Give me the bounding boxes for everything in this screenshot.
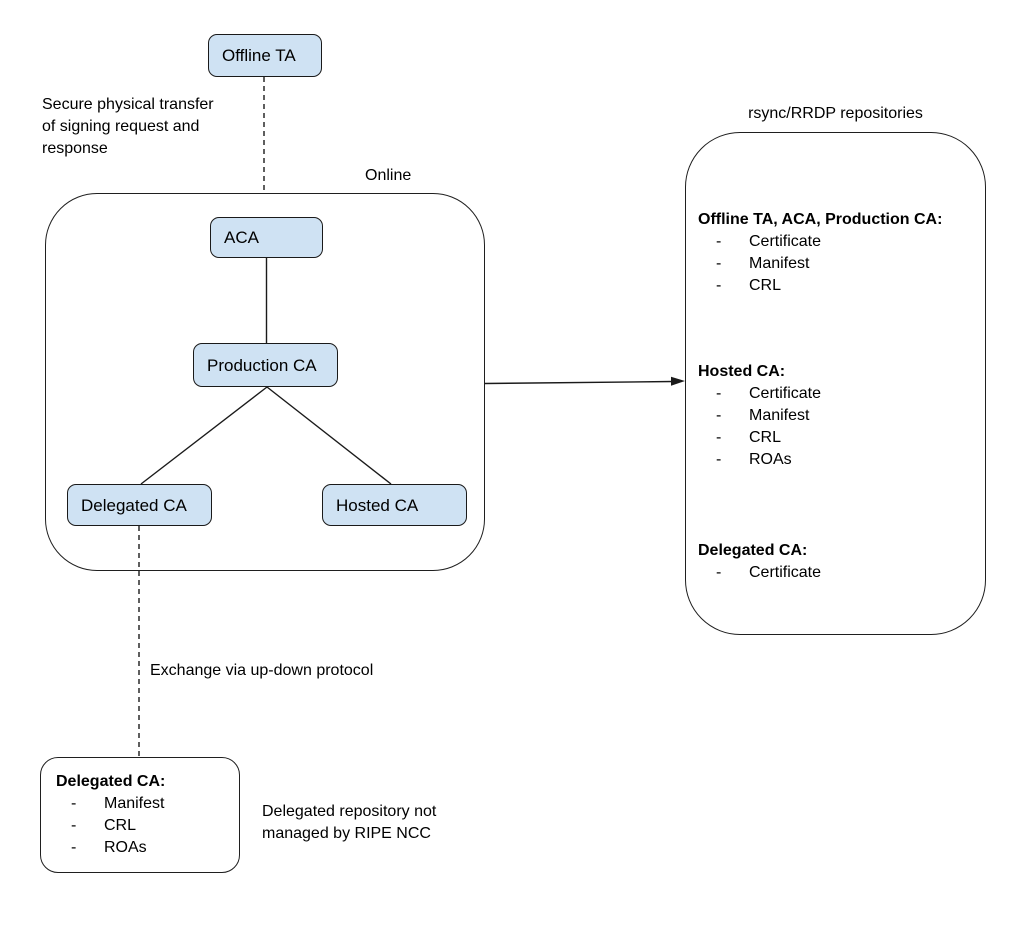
repo-item: - Manifest — [698, 253, 977, 275]
arrow-online-to-repositories — [484, 380, 674, 385]
node-aca: ACA — [210, 217, 323, 258]
dash-bullet: - — [716, 385, 722, 402]
dash-bullet: - — [716, 564, 722, 581]
dash-bullet: - — [71, 795, 77, 812]
repo-item-label: CRL — [104, 817, 137, 834]
repo-item-label: Manifest — [104, 795, 165, 812]
repo-item: - ROAs — [56, 837, 231, 859]
dash-bullet: - — [716, 277, 722, 294]
repo-item: - Manifest — [698, 405, 977, 427]
node-production-ca: Production CA — [193, 343, 338, 387]
dash-bullet: - — [71, 839, 77, 856]
repo-item-label: Manifest — [749, 255, 810, 272]
node-aca-label: ACA — [224, 228, 259, 247]
dash-bullet: - — [716, 255, 722, 272]
repo-item-label: CRL — [749, 429, 782, 446]
repo-section-heading: Hosted CA: — [698, 363, 786, 380]
node-offline-ta-label: Offline TA — [222, 46, 296, 65]
note-delegated-repository: Delegated repository not managed by RIPE… — [262, 803, 437, 842]
repo-section-delegated-ca: Delegated CA: - Certificate — [698, 540, 977, 584]
node-hosted-ca-label: Hosted CA — [336, 495, 419, 515]
repo-item: - CRL — [698, 427, 977, 449]
node-production-ca-label: Production CA — [207, 355, 317, 375]
dash-bullet: - — [71, 817, 77, 834]
node-delegated-ca: Delegated CA — [67, 484, 212, 526]
delegated-repository-heading: Delegated CA: — [56, 773, 166, 790]
repo-item: - Certificate — [698, 383, 977, 405]
repo-section-offline-ta-aca-production: Offline TA, ACA, Production CA: - Certif… — [698, 209, 977, 297]
repo-item: - Certificate — [698, 562, 977, 584]
repo-item-label: Certificate — [749, 564, 822, 581]
repo-section-heading: Delegated CA: — [698, 542, 808, 559]
node-delegated-ca-label: Delegated CA — [81, 495, 187, 515]
repo-item-label: Manifest — [749, 407, 810, 424]
repo-section-heading: Offline TA, ACA, Production CA: — [698, 211, 943, 228]
repo-item-label: Certificate — [749, 233, 822, 250]
repositories-box: Offline TA, ACA, Production CA: - Certif… — [685, 132, 986, 635]
node-offline-ta: Offline TA — [208, 34, 322, 77]
repo-section-hosted-ca: Hosted CA: - Certificate - Manifest - CR… — [698, 361, 977, 471]
repo-item-label: Certificate — [749, 385, 822, 402]
repo-item: - CRL — [698, 275, 977, 297]
note-secure-transfer: Secure physical transfer of signing requ… — [42, 96, 214, 157]
repositories-title: rsync/RRDP repositories — [748, 105, 923, 122]
dash-bullet: - — [716, 451, 722, 468]
repo-item: - Manifest — [56, 793, 231, 815]
node-hosted-ca: Hosted CA — [322, 484, 467, 526]
repo-item: - CRL — [56, 815, 231, 837]
repo-item-label: CRL — [749, 277, 782, 294]
dash-bullet: - — [716, 407, 722, 424]
online-container — [45, 193, 485, 571]
arrowhead-icon — [671, 376, 685, 386]
delegated-repository-box: Delegated CA: - Manifest - CRL - ROAs — [40, 757, 240, 873]
repo-item: - Certificate — [698, 231, 977, 253]
repo-item-label: ROAs — [104, 839, 147, 856]
dash-bullet: - — [716, 429, 722, 446]
repo-item: - ROAs — [698, 449, 977, 471]
note-exchange-protocol: Exchange via up-down protocol — [150, 662, 374, 679]
repo-item-label: ROAs — [749, 451, 792, 468]
online-label: Online — [365, 167, 412, 184]
dash-bullet: - — [716, 233, 722, 250]
